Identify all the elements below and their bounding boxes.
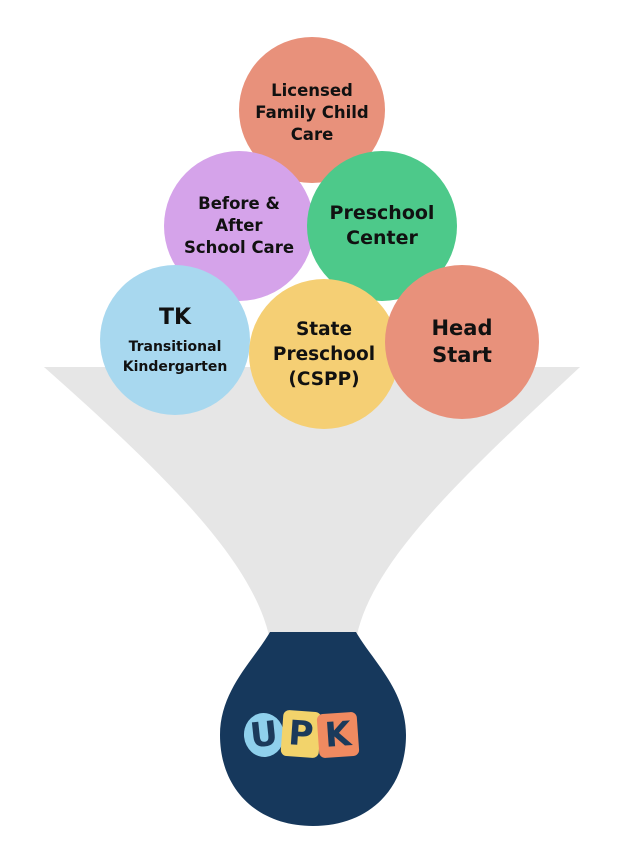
before-line-2: After <box>215 216 263 235</box>
preschool-line-1: Preschool <box>329 202 435 224</box>
funnel-body <box>44 367 580 640</box>
head-line-2: Start <box>432 343 492 367</box>
state-preschool-bubble: State Preschool (CSPP) <box>249 279 399 429</box>
tk-bubble: TK Transitional Kindergarten <box>100 265 250 415</box>
upk-letter-k: K <box>316 711 360 759</box>
state-line-2: Preschool <box>272 343 376 365</box>
tk-title: TK <box>158 305 192 330</box>
preschool-center-bubble: Preschool Center <box>307 151 457 301</box>
licensed-line-3: Care <box>290 125 334 144</box>
tk-line-1: Transitional <box>128 339 222 355</box>
upk-letter-u: U <box>241 711 287 759</box>
licensed-line-2: Family Child <box>255 103 369 122</box>
state-line-1: State <box>295 318 353 340</box>
before-line-1: Before & <box>198 194 280 213</box>
licensed-line-1: Licensed <box>271 81 353 100</box>
state-line-3: (CSPP) <box>288 368 360 390</box>
preschool-line-2: Center <box>346 227 418 249</box>
head-start-bubble: Head Start <box>385 265 539 419</box>
upk-letter-p: P <box>280 709 322 759</box>
head-line-1: Head <box>431 316 493 340</box>
tk-line-2: Kindergarten <box>122 359 228 375</box>
upk-logo: U P K <box>241 703 360 759</box>
before-line-3: School Care <box>183 238 295 257</box>
